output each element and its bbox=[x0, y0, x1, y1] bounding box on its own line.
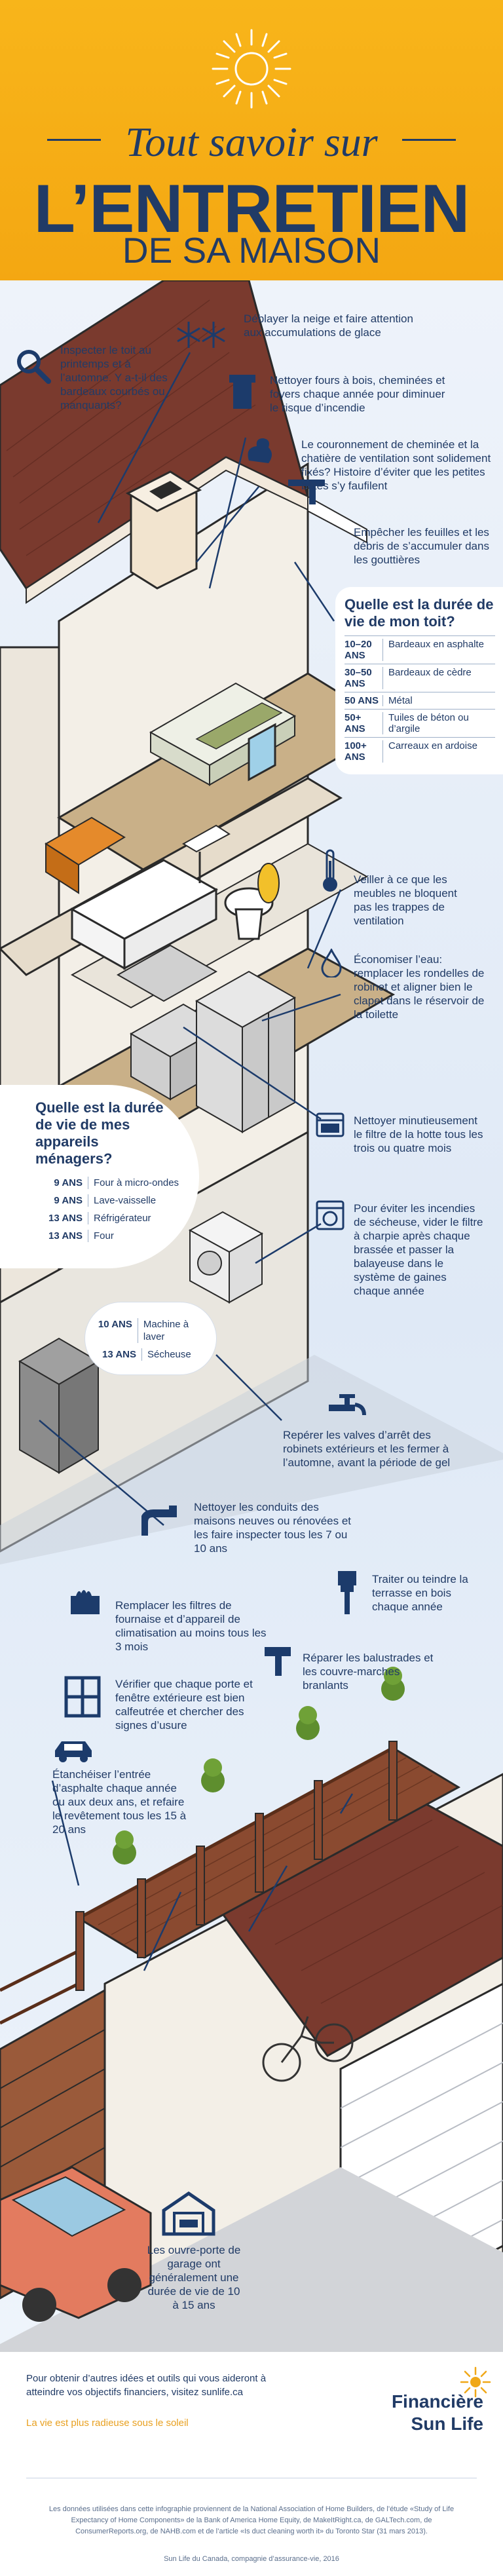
snowflake-icon bbox=[176, 318, 228, 351]
tip-gutters: Empêcher les feuilles et les débris de s… bbox=[354, 526, 489, 566]
tip-driveway: Étanchéiser l’entrée d’asphalte chaque a… bbox=[52, 1768, 187, 1836]
tip-snow: Déblayer la neige et faire attention aux… bbox=[244, 313, 413, 339]
header-banner: Tout savoir sur L’ENTRETIEN DE SA MAISON bbox=[0, 0, 503, 280]
chimney-icon bbox=[228, 373, 257, 410]
sun-life-logo-icon bbox=[460, 2366, 491, 2398]
garage-icon bbox=[161, 2191, 216, 2237]
water-drop-icon bbox=[321, 949, 342, 977]
dryer-icon bbox=[316, 1200, 345, 1230]
appliance-card-title: Quelle est la durée de vie de mes appare… bbox=[35, 1099, 164, 1167]
furnace-filter-icon bbox=[69, 1584, 101, 1616]
tip-chimney-crown: Le couronnement de cheminée et la chatiè… bbox=[301, 438, 491, 492]
tip-valves: Repérer les valves d’arrêt des robinets … bbox=[283, 1429, 451, 1469]
footer-copyright: Sun Life du Canada, compagnie d’assuranc… bbox=[164, 2555, 339, 2563]
tip-dryer: Pour éviter les incendies de sécheuse, v… bbox=[354, 1202, 483, 1297]
thermometer-icon bbox=[320, 848, 341, 894]
footer-sources: Les données utilisées dans cette infogra… bbox=[48, 2505, 455, 2535]
tip-furnace: Remplacer les filtres de fournaise et d’… bbox=[115, 1599, 267, 1653]
main-illustration-area: Déblayer la neige et faire attention aux… bbox=[0, 280, 503, 2352]
roof-lifespan-card: Quelle est la durée de vie de mon toit? … bbox=[335, 587, 503, 774]
tip-windows: Vérifier que chaque porte et fenêtre ext… bbox=[115, 1678, 253, 1732]
sun-icon bbox=[212, 29, 291, 109]
tip-fireplace: Nettoyer fours à bois, cheminées et foye… bbox=[270, 374, 445, 414]
valve-icon bbox=[327, 1393, 367, 1419]
title-rule-left bbox=[47, 139, 101, 141]
title-line-2: L’ENTRETIEN bbox=[33, 171, 470, 247]
tip-railings: Réparer les balustrades et les couvre-ma… bbox=[303, 1652, 434, 1692]
roof-card-title: Quelle est la durée de vie de mon toit? bbox=[345, 596, 494, 630]
hammer-icon bbox=[261, 1644, 296, 1677]
logo-line-2: Sun Life bbox=[411, 2414, 483, 2434]
oven-icon bbox=[316, 1112, 345, 1137]
magnifier-icon bbox=[13, 346, 52, 385]
title-line-1: Tout savoir sur bbox=[125, 119, 378, 165]
title-rule-right bbox=[402, 139, 456, 141]
footer-cta-text: Pour obtenir d’autres idées et outils qu… bbox=[26, 2373, 267, 2398]
title-line-3: DE SA MAISON bbox=[122, 230, 381, 271]
car-icon bbox=[52, 1737, 94, 1764]
critter-icon bbox=[242, 434, 276, 468]
duct-icon bbox=[141, 1503, 183, 1541]
logo-line-1: Financière bbox=[391, 2391, 483, 2412]
tip-vents: Veiller à ce que les meubles ne bloquent… bbox=[354, 873, 457, 927]
paintbrush-icon bbox=[335, 1570, 359, 1616]
window-icon bbox=[64, 1676, 101, 1718]
appliance-lifespan-card: Quelle est la durée de vie de mes appare… bbox=[0, 1085, 199, 1268]
footer: Pour obtenir d’autres idées et outils qu… bbox=[0, 2352, 503, 2576]
tip-roof-inspect: Inspecter le toit au printemps et à l’au… bbox=[60, 344, 168, 411]
gutter-icon bbox=[287, 477, 326, 506]
tip-deck: Traiter ou teindre la terrasse en bois c… bbox=[372, 1573, 468, 1613]
tip-ducts: Nettoyer les conduits des maisons neuves… bbox=[194, 1501, 352, 1555]
tip-hood-filter: Nettoyer minutieusement le filtre de la … bbox=[354, 1114, 483, 1154]
footer-slogan: La vie est plus radieuse sous le soleil bbox=[26, 2417, 189, 2429]
tip-garage: Les ouvre-porte de garage ont généraleme… bbox=[147, 2244, 241, 2311]
tip-water: Économiser l’eau: remplacer les rondelle… bbox=[354, 953, 485, 1021]
